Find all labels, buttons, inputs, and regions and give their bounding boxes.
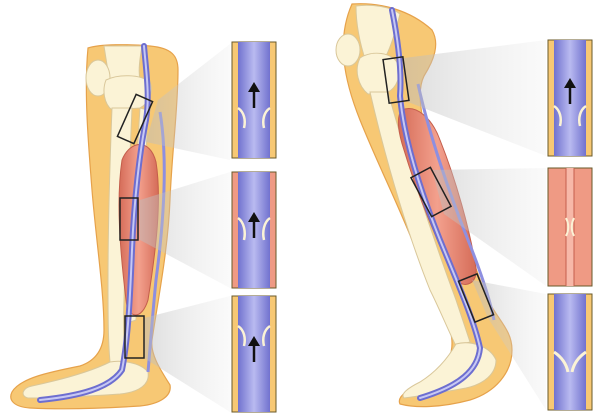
right-leg-figure	[335, 3, 546, 410]
arrow-up-icon	[248, 212, 260, 238]
left-callout-box-bottom	[124, 315, 145, 359]
left-deep-vein-highlight	[39, 45, 149, 401]
left-inset-top	[231, 41, 277, 159]
right-beam-bottom	[472, 280, 546, 410]
left-leg-figure	[10, 43, 230, 412]
right-inset-bottom	[547, 293, 593, 411]
right-calf-muscle	[397, 108, 477, 285]
right-femur	[355, 4, 401, 63]
right-callout-box-bottom	[457, 272, 495, 324]
right-patella	[335, 33, 361, 67]
right-deep-vein-highlight	[391, 9, 482, 399]
left-inset-middle	[231, 171, 277, 289]
right-beam-middle	[432, 168, 546, 286]
right-callout-box-middle	[409, 166, 453, 218]
arrow-up-icon	[248, 82, 260, 108]
right-callout-box-top	[382, 55, 410, 105]
left-beam-bottom	[144, 296, 230, 412]
right-inset-middle	[547, 167, 593, 287]
left-inset-bottom	[231, 295, 277, 413]
left-callout-box-middle	[119, 197, 139, 241]
left-callout-box-top	[116, 93, 154, 145]
arrow-up-icon	[248, 336, 260, 362]
right-beam-top	[404, 40, 546, 156]
right-inset-top	[547, 39, 593, 157]
left-beam-top	[146, 44, 230, 160]
right-knee-joint	[356, 52, 400, 95]
left-beam-middle	[140, 172, 230, 288]
arrow-up-icon	[564, 78, 576, 104]
